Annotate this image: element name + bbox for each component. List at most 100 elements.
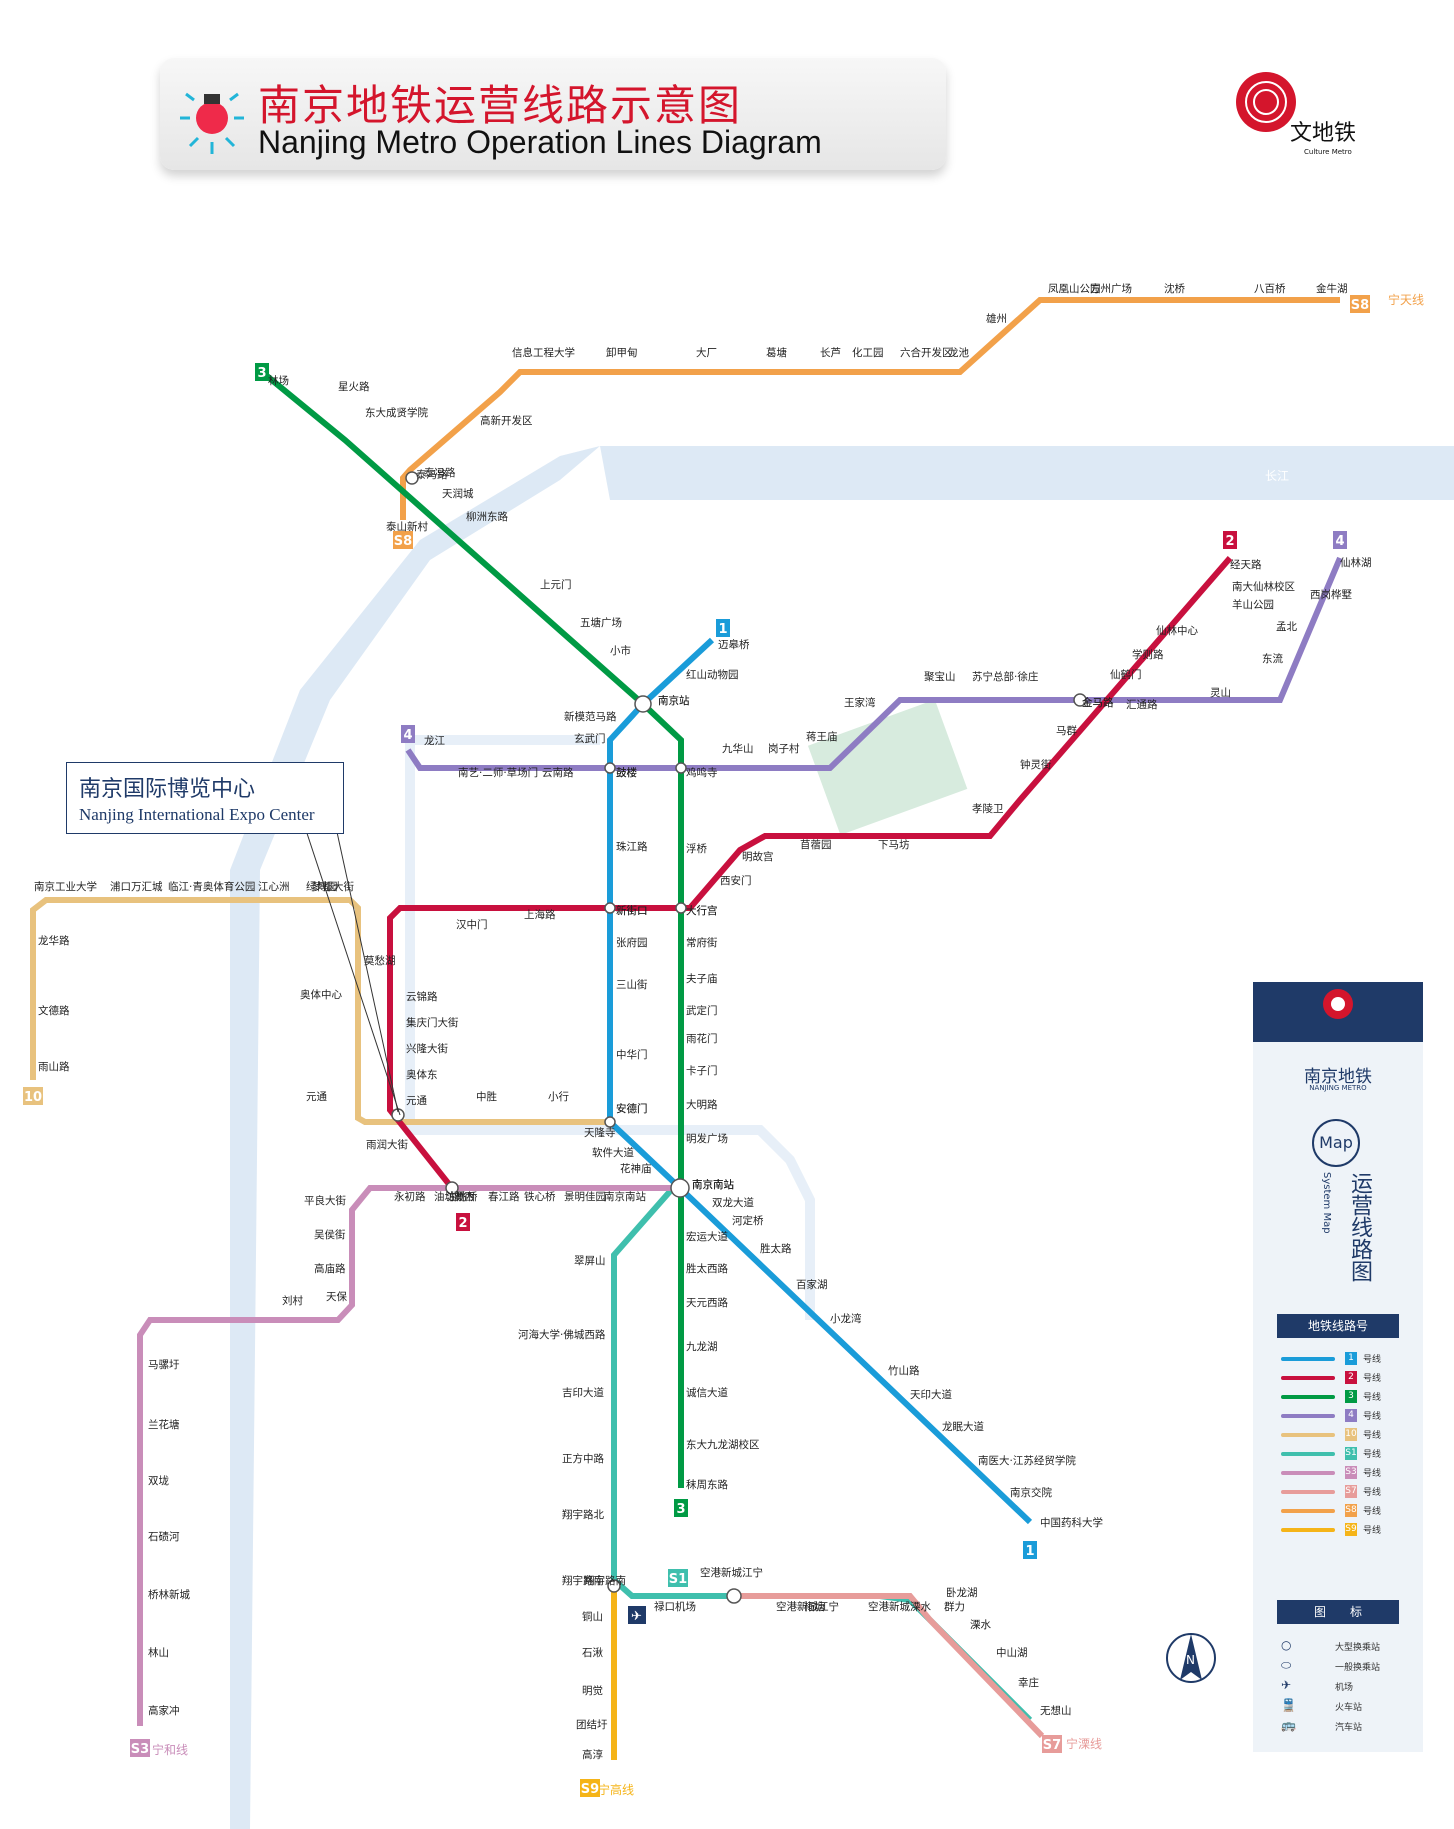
station-label: 卡子门 xyxy=(686,1064,718,1077)
legend-line-swatch xyxy=(1281,1452,1335,1456)
station-label: 鼓楼 xyxy=(616,766,637,779)
yangtze-river-west xyxy=(600,446,1454,500)
station-label: 百家湖 xyxy=(796,1278,828,1291)
station-label: 东流 xyxy=(1262,652,1284,665)
station-label: 江心洲 xyxy=(258,881,290,893)
line-badge-1: 1 xyxy=(716,619,730,637)
station-label: 大厂 xyxy=(696,346,717,359)
station-label: 汇通路 xyxy=(1126,698,1158,711)
line-badge-s8: S8 xyxy=(393,531,413,549)
station-label: 西岗桦墅 xyxy=(1310,588,1352,601)
station-label: 明觉 xyxy=(582,1685,603,1697)
station-label: 河海大学·佛城西路 xyxy=(518,1328,606,1341)
interchange-nodes xyxy=(391,471,1087,1604)
node-gulou xyxy=(604,762,616,774)
station-label: 长芦 xyxy=(820,347,841,359)
station-label: 南京南站 xyxy=(692,1178,734,1191)
station-label: 无想山 xyxy=(1040,1704,1072,1717)
svg-text:3: 3 xyxy=(257,366,266,381)
station-label: 集庆门大街 xyxy=(406,1016,459,1029)
legend-symbol-label: 大型换乘站 xyxy=(1335,1643,1381,1653)
culture-metro-logo: 文地铁 Culture Metro xyxy=(1236,72,1356,156)
station-label: 苏宁总部·徐庄 xyxy=(972,670,1038,683)
station-label: 胜太西路 xyxy=(686,1262,728,1275)
station-label: 双垅 xyxy=(148,1474,169,1487)
station-label: 天保 xyxy=(326,1290,347,1303)
station-label: 西安门 xyxy=(720,874,752,887)
node-nanjing-south xyxy=(670,1178,690,1198)
node-konggang xyxy=(726,1588,742,1604)
station-label: 高家冲 xyxy=(148,1704,180,1717)
line-4 xyxy=(405,556,1343,771)
station-label: 石碛河 xyxy=(148,1531,180,1543)
legend-line-swatch xyxy=(1281,1528,1335,1532)
station-label: 经天路 xyxy=(1230,558,1262,571)
station-label: 莫愁湖 xyxy=(364,954,396,967)
legend-line-row: 1 号线 xyxy=(1279,1352,1409,1366)
station-label: 学则路 xyxy=(1132,648,1164,661)
station-label: 天元西路 xyxy=(686,1296,728,1309)
station-label: 中华门 xyxy=(616,1048,648,1061)
station-label: 文德路 xyxy=(38,1004,70,1017)
station-label: 钟灵街 xyxy=(1020,758,1052,771)
node-taifeng xyxy=(405,471,419,485)
zhongshan-park xyxy=(807,699,968,836)
expo-center-callout: 南京国际博览中心 Nanjing International Expo Cent… xyxy=(66,762,344,834)
station-label: 三山街 xyxy=(616,978,648,991)
legend-lines-title: 地铁线路号 xyxy=(1277,1314,1399,1338)
node-andemen xyxy=(604,1116,616,1128)
station-label: 六合开发区 xyxy=(900,346,953,359)
line-badge-s7: S7 xyxy=(1042,1735,1062,1753)
node-jinma xyxy=(1073,693,1087,707)
legend-line-number: 1 xyxy=(1345,1352,1357,1365)
legend-line-suffix: 号线 xyxy=(1363,1355,1382,1365)
station-label: 天润城 xyxy=(442,487,474,500)
station-label: 东大九龙湖校区 xyxy=(686,1438,760,1451)
station-label: 南京南站 xyxy=(604,1190,646,1203)
station-label: 空港新城江宁 xyxy=(776,1600,839,1613)
line-2 xyxy=(387,556,1233,1190)
station-label: 仙鹤门 xyxy=(1110,668,1142,681)
station-label: 胜太路 xyxy=(760,1242,792,1255)
station-label: 林场 xyxy=(268,374,289,387)
station-label: 泰山新村 xyxy=(386,520,428,533)
station-label: 诚信大道 xyxy=(686,1386,728,1399)
station-label: 东大成贤学院 xyxy=(365,406,428,419)
station-label: 油坊桥 xyxy=(434,1190,466,1203)
station-label: 红山动物园 xyxy=(686,668,739,681)
legend-line-number: S1 xyxy=(1345,1447,1357,1460)
legend-symbol-row: ✈机场 xyxy=(1277,1678,1407,1694)
station-label: 龙华路 xyxy=(38,934,70,947)
station-label: 马群 xyxy=(1056,724,1078,737)
station-label: 大明路 xyxy=(686,1098,718,1111)
station-label: 龙江 xyxy=(424,734,445,747)
station-label: 安德门 xyxy=(616,1102,648,1115)
station-labels: 林场星火路东大成贤学院泰冯路天润城柳洲东路上元门五塘广场小市南京站鼓楼浮桥大行宫… xyxy=(34,282,1372,1761)
station-label: 平良大街 xyxy=(304,1194,346,1207)
station-label: 油坊桥 xyxy=(446,1190,478,1203)
station-label: 兰花塘 xyxy=(148,1418,180,1431)
legend-line-suffix: 号线 xyxy=(1363,1374,1382,1384)
legend-line-swatch xyxy=(1281,1433,1335,1437)
station-label: 竹山路 xyxy=(888,1364,920,1377)
legend-line-number: 4 xyxy=(1345,1409,1357,1422)
legend-symbol-row: 🚆火车站 xyxy=(1277,1698,1407,1714)
svg-text:S3: S3 xyxy=(131,1742,149,1757)
station-label: 大行宫 xyxy=(686,904,718,917)
station-label: 马骡圩 xyxy=(148,1358,180,1371)
station-label: 沈桥 xyxy=(1164,282,1186,295)
svg-text:✈: ✈ xyxy=(631,1609,642,1624)
station-label: 南艺·二师·草场门 xyxy=(458,766,538,779)
station-label: 永初路 xyxy=(394,1190,426,1203)
station-label: 夫子庙 xyxy=(686,972,718,985)
station-label: 小行 xyxy=(548,1090,569,1103)
legend-line-swatch xyxy=(1281,1509,1335,1513)
station-label: 林山 xyxy=(148,1646,169,1659)
